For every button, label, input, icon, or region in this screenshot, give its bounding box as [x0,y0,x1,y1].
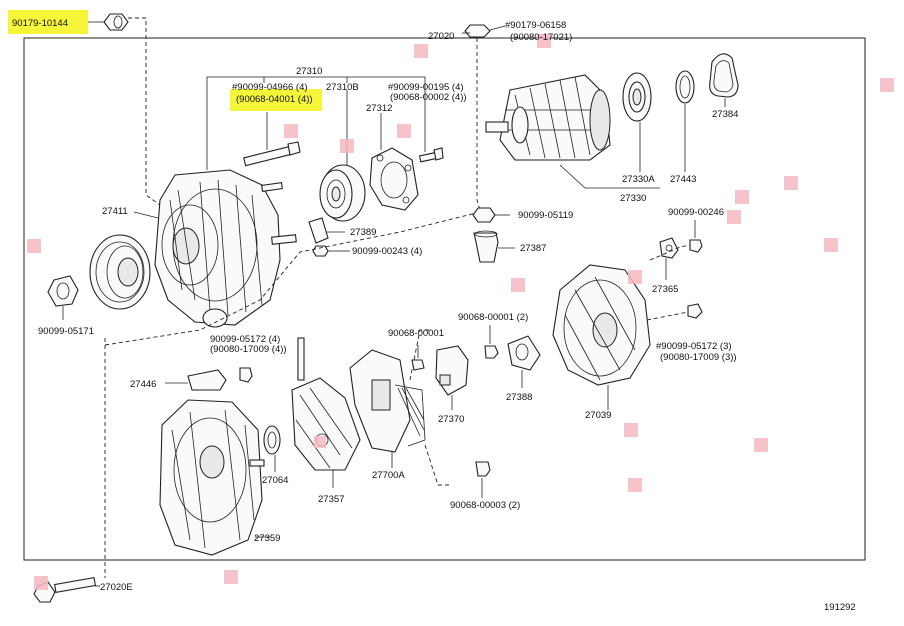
label-27330A[interactable]: 27330A [622,174,655,185]
highlight-90179-10144 [8,10,88,34]
label-27064[interactable]: 27064 [262,475,288,486]
label-90080-17009-4[interactable]: (90080-17009 (4)) [210,344,287,355]
hotspot-90068-00003[interactable] [628,478,642,492]
regulator-27700A[interactable] [349,349,426,453]
nut-90099-05172-3[interactable] [687,303,703,319]
cover-27388[interactable] [507,335,541,371]
bolt-90099-00246[interactable] [689,239,703,253]
pulley-27411-belt[interactable] [89,234,151,310]
label-27312[interactable]: 27312 [366,103,392,114]
label-27411[interactable]: 27411 [102,206,128,217]
hotspot-27387[interactable] [511,278,525,292]
label-27357[interactable]: 27357 [318,494,344,505]
insulator-27389[interactable] [308,217,329,244]
label-27365[interactable]: 27365 [652,284,678,295]
label-90179-10144[interactable]: 90179-10144 [12,18,68,29]
nut-90179-10144[interactable] [103,13,129,31]
label-90068-00001-2[interactable]: 90068-00001 (2) [458,312,528,323]
hotspot-27039[interactable] [628,270,642,284]
rear-end-cover-27039[interactable] [552,264,651,386]
hotspot-27384[interactable] [880,78,894,92]
label-90099-05171[interactable]: 90099-05171 [38,326,94,337]
label-90080-17021[interactable]: (90080-17021) [510,32,572,43]
terminal-27446[interactable] [187,369,227,391]
cover-27384[interactable] [709,53,739,98]
nut-90099-05119[interactable] [472,207,496,223]
bushing-27387[interactable] [473,230,499,263]
label-90099-00195[interactable]: #90099-00195 (4) [388,82,464,93]
label-27700A[interactable]: 27700A [372,470,405,481]
seal-27064[interactable] [263,425,281,455]
bolt-90068-00003[interactable] [475,461,491,477]
nut-90099-05172-4[interactable] [239,367,253,383]
rectifier-holder-27357[interactable] [291,377,361,471]
hotspot-90179-06158[interactable] [537,34,551,48]
hotspot-90099-00246[interactable] [727,210,741,224]
label-27446[interactable]: 27446 [130,379,156,390]
label-27039[interactable]: 27039 [585,410,611,421]
hotspot-27310B[interactable] [340,139,354,153]
rectifier-end-frame-27359[interactable] [159,399,265,556]
bracket-27365[interactable] [659,237,679,259]
hotspot-27020E[interactable] [34,576,48,590]
nut-90179-06158[interactable] [464,24,491,38]
bolt-90099-00243[interactable] [312,245,338,257]
nut-90099-05171[interactable] [47,275,79,307]
drive-end-frame-27411[interactable] [154,169,297,328]
hotspot-27312[interactable] [397,124,411,138]
hotspot-27357[interactable] [314,436,326,448]
brush-holder-27370[interactable] [435,345,469,396]
label-27330[interactable]: 27330 [620,193,646,204]
hotspot-27020[interactable] [414,44,428,58]
hotspot-90099-05172-3[interactable] [754,438,768,452]
label-27384[interactable]: 27384 [712,109,738,120]
pulley-27310B[interactable] [319,164,366,222]
label-27020E[interactable]: 27020E [100,582,133,593]
ring-27443[interactable] [675,70,695,104]
bolt-90068-00001-2[interactable] [484,345,499,359]
label-90179-06158[interactable]: #90179-06158 [505,20,566,31]
plate-27312[interactable] [369,147,419,211]
label-27387[interactable]: 27387 [520,243,546,254]
stud-90099-04966[interactable] [243,141,301,167]
stud-lead-27446-terminal[interactable] [297,337,305,381]
bearing-27330A[interactable] [622,72,652,122]
hotspot-27365[interactable] [824,238,838,252]
hotspot-27411[interactable] [27,239,41,253]
hotspot-27370[interactable] [624,423,638,437]
label-27310[interactable]: 27310 [296,66,322,77]
label-90068-00001[interactable]: 90068-00001 [388,328,444,339]
label-90068-00002[interactable]: (90068-00002 (4)) [390,92,467,103]
label-27020[interactable]: 27020 [428,31,454,42]
label-90099-05172-3[interactable]: #90099-05172 (3) [656,341,732,352]
label-27388[interactable]: 27388 [506,392,532,403]
label-27359[interactable]: 27359 [254,533,280,544]
bolt-90099-00195[interactable] [418,147,444,163]
hotspot-27330[interactable] [735,190,749,204]
figure-number: 191292 [824,602,856,613]
bolt-90068-00001[interactable] [411,359,425,371]
hotspot-27443[interactable] [784,176,798,190]
label-90099-05172-4[interactable]: 90099-05172 (4) [210,334,280,345]
hotspot-27310[interactable] [284,124,298,138]
label-90099-00246[interactable]: 90099-00246 [668,207,724,218]
label-27389[interactable]: 27389 [350,227,376,238]
label-27310B[interactable]: 27310B [326,82,359,93]
label-90099-04966[interactable]: #90099-04966 (4) [232,82,308,93]
diagram-frame [23,37,866,561]
diagram-frame-box [23,37,866,561]
hotspot-27359[interactable] [224,570,238,584]
label-90099-05119[interactable]: 90099-05119 [518,210,573,221]
label-90068-00003[interactable]: 90068-00003 (2) [450,500,520,511]
label-27443[interactable]: 27443 [670,174,696,185]
hotspot-markers [27,34,894,590]
highlight-90068-04001 [230,89,322,111]
label-90099-00243[interactable]: 90099-00243 (4) [352,246,422,257]
label-90080-17009-3[interactable]: (90080-17009 (3)) [660,352,737,363]
label-90068-04001[interactable]: (90068-04001 (4)) [236,94,313,105]
label-27370[interactable]: 27370 [438,414,464,425]
rotor-27330[interactable] [485,74,611,161]
